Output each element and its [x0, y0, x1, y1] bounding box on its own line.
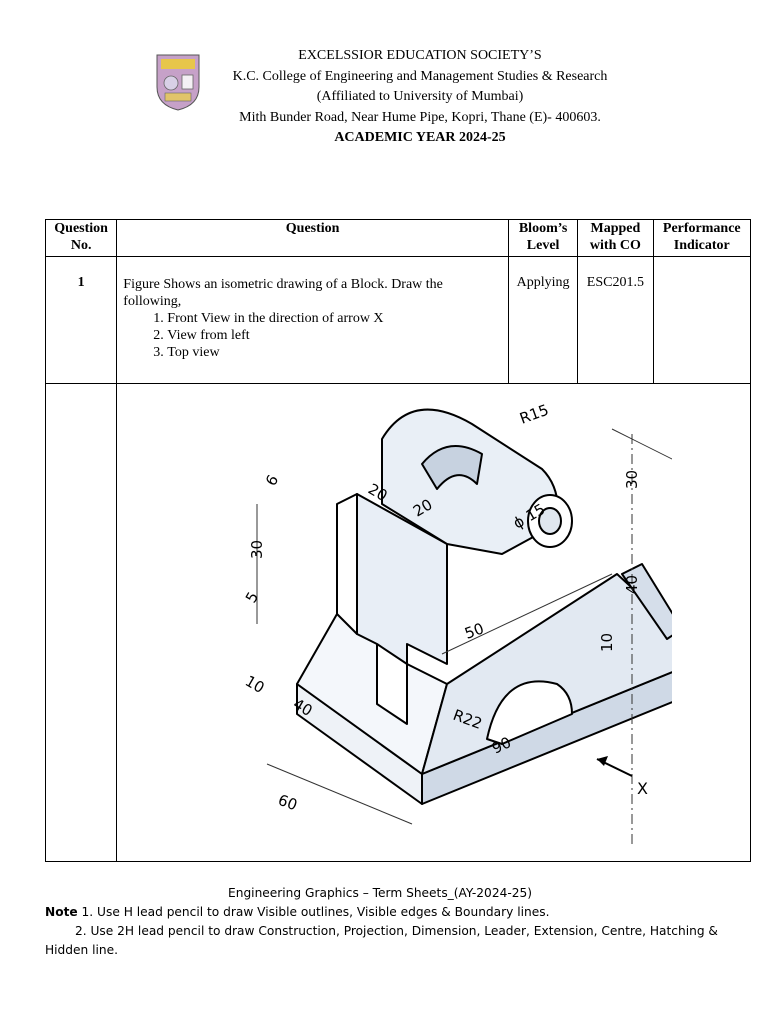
dim-10-right: 10: [598, 633, 616, 652]
dim-60: 60: [276, 791, 300, 814]
arrow-x-label: X: [637, 779, 648, 798]
mapped-co: ESC201.5: [577, 256, 654, 384]
dim-30-left: 30: [248, 540, 266, 559]
header-question-no: Question No.: [44, 219, 118, 257]
header-blooms-level: Bloom’s Level: [507, 219, 579, 257]
dim-5: 5: [242, 589, 262, 606]
list-item: Front View in the direction of arrow X: [167, 310, 502, 327]
figure-row-blank: [44, 383, 118, 862]
question-table: Question No. Question Bloom’s Level Mapp…: [44, 219, 752, 862]
dim-40-right: 40: [623, 575, 641, 594]
table-header-row: Question No. Question Bloom’s Level Mapp…: [44, 219, 752, 257]
header-question: Question: [116, 219, 509, 257]
footer-caption: Engineering Graphics – Term Sheets_(AY-2…: [228, 886, 532, 900]
performance-indicator: [652, 256, 752, 384]
dim-10-left: 10: [242, 672, 268, 697]
header-mapped-co: Mapped with CO: [577, 219, 654, 257]
society-name: EXCELSSIOR EDUCATION SOCIETY’S: [298, 48, 542, 63]
question-items: Front View in the direction of arrow X V…: [123, 310, 502, 361]
figure-row: R15 30 6 20 20 ϕ 15 40 30 5 50 10 10 40 …: [44, 383, 751, 862]
institution-header: EXCELSSIOR EDUCATION SOCIETY’S K.C. Coll…: [200, 46, 640, 149]
header-performance-indicator: Performance Indicator: [652, 219, 752, 257]
question-intro: Figure Shows an isometric drawing of a B…: [123, 277, 443, 309]
isometric-drawing: R15 30 6 20 20 ϕ 15 40 30 5 50 10 10 40 …: [242, 401, 673, 844]
dim-30-right: 30: [623, 470, 641, 489]
footer-notes: Engineering Graphics – Term Sheets_(AY-2…: [45, 884, 745, 960]
list-item: View from left: [167, 327, 502, 344]
note-1-text: 1. Use H lead pencil to draw Visible out…: [81, 905, 550, 919]
question-text: Figure Shows an isometric drawing of a B…: [116, 256, 509, 384]
note-2-cont: Hidden line.: [45, 943, 118, 957]
list-item: Top view: [167, 344, 502, 361]
blooms-level: Applying: [507, 256, 579, 384]
academic-year: ACADEMIC YEAR 2024-25: [334, 130, 506, 145]
figure-cell: R15 30 6 20 20 ϕ 15 40 30 5 50 10 10 40 …: [116, 383, 751, 862]
college-logo: [156, 54, 200, 111]
dim-6: 6: [262, 472, 282, 489]
note-1: Note 1. Use H lead pencil to draw Visibl…: [45, 903, 745, 922]
dim-50: 50: [463, 619, 487, 642]
note-2: 2. Use 2H lead pencil to draw Constructi…: [75, 924, 718, 938]
note-label: Note: [45, 905, 78, 919]
question-number: 1: [44, 256, 118, 384]
college-name: K.C. College of Engineering and Manageme…: [232, 68, 608, 84]
table-row: 1 Figure Shows an isometric drawing of a…: [44, 256, 752, 384]
address: Mith Bunder Road, Near Hume Pipe, Kopri,…: [239, 109, 601, 125]
dim-r15: R15: [518, 401, 552, 428]
affiliation: (Affiliated to University of Mumbai): [316, 89, 524, 104]
